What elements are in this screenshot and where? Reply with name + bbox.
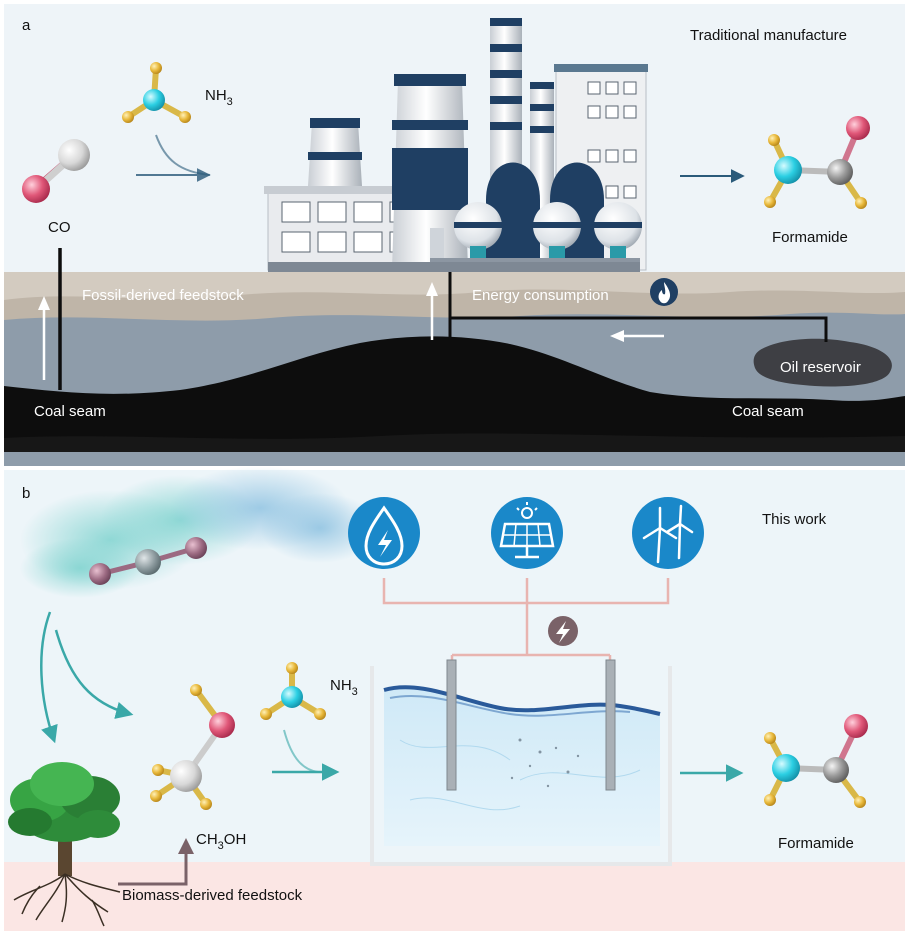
- methanol-molecule: [150, 684, 235, 810]
- formamide-molecule-b: [764, 714, 868, 808]
- panel-b-title: This work: [762, 511, 827, 528]
- coal-lower-rock: [4, 433, 905, 452]
- biomass-label: Biomass-derived feedstock: [122, 887, 303, 904]
- coal-seam: [4, 336, 905, 452]
- panel-b-letter: b: [22, 485, 30, 502]
- coal-seam-label-right: Coal seam: [732, 403, 804, 420]
- factory-up-arrow: [426, 282, 438, 340]
- fossil-label: Fossil-derived feedstock: [82, 287, 244, 304]
- biomass-ground: [4, 862, 905, 931]
- co-up-arrow: [38, 296, 50, 380]
- nh3-molecule-a: [122, 62, 191, 123]
- co-label: CO: [48, 219, 71, 236]
- oil-flow-arrow: [610, 330, 664, 342]
- co2-molecule: [89, 537, 207, 585]
- electrolysis-cell: [370, 659, 672, 866]
- factory: [264, 18, 648, 272]
- co2-to-tree-arrow: [40, 611, 58, 744]
- flame-icon: [650, 278, 678, 306]
- biomass-to-methanol-arrow: [118, 838, 194, 886]
- coal-seam-label-left: Coal seam: [34, 403, 106, 420]
- solar-panel-icon: [491, 497, 563, 569]
- oil-reservoir-blob: [753, 338, 892, 387]
- methanol-label: CH3OH: [196, 831, 246, 852]
- formamide-molecule-a: [764, 116, 870, 209]
- co2-to-methanol-arrow: [54, 629, 134, 719]
- panel-a-letter: a: [22, 17, 31, 34]
- formamide-label-b: Formamide: [778, 835, 854, 852]
- oil-pipe: [450, 316, 828, 342]
- tree: [8, 762, 121, 927]
- panel-a-title: Traditional manufacture: [690, 27, 847, 44]
- lightning-icon: [548, 616, 578, 646]
- nh3-molecule-b: [260, 662, 326, 720]
- nh3-label-b: NH3: [330, 677, 358, 698]
- energy-label: Energy consumption: [472, 287, 609, 304]
- hydro-power-icon: [348, 497, 420, 569]
- co-molecule: [22, 139, 90, 203]
- wind-turbine-icon: [632, 497, 704, 569]
- oil-reservoir-label: Oil reservoir: [780, 359, 861, 376]
- formamide-label-a: Formamide: [772, 229, 848, 246]
- nh3-label-a: NH3: [205, 87, 233, 108]
